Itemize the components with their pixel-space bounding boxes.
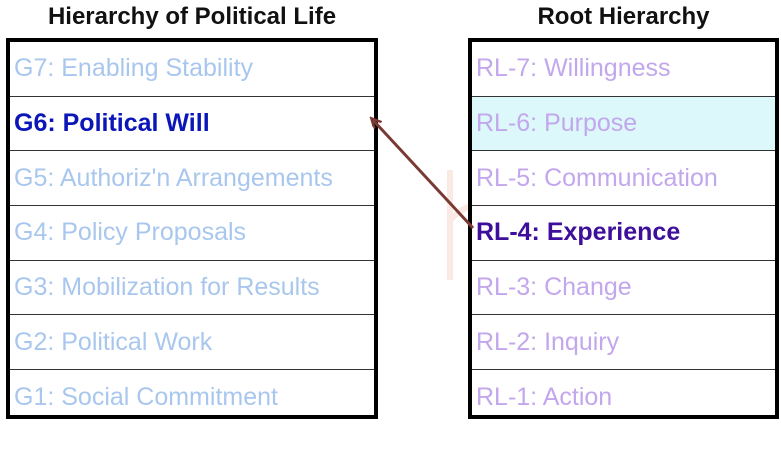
right-row-rl-6: RL-6: Purpose bbox=[472, 96, 775, 152]
right-row-rl-7: RL-7: Willingness bbox=[472, 42, 775, 97]
right-row-rl-3: RL-3: Change bbox=[472, 261, 775, 316]
right-column-title: Root Hierarchy bbox=[537, 3, 710, 30]
left-row-g5: G5: Authoriz'n Arrangements bbox=[10, 151, 374, 207]
right-row-rl-2: RL-2: Inquiry bbox=[472, 315, 775, 371]
left-row-g1: G1: Social Commitment bbox=[14, 382, 278, 411]
left-row-g7: G7: Enabling Stability bbox=[10, 42, 374, 97]
right-row-rl-4: RL-4: Experience bbox=[472, 206, 775, 261]
right-row-rl-1: RL-1: Action bbox=[476, 382, 613, 411]
arrow-line bbox=[372, 119, 475, 230]
left-column-title: Hierarchy of Political Life bbox=[47, 3, 337, 30]
left-row-g3: G3: Mobilization for Results bbox=[10, 261, 374, 316]
left-row-g2: G2: Political Work bbox=[10, 315, 374, 371]
left-row-g6: G6: Political Will bbox=[10, 97, 374, 152]
left-row-g4: G4: Policy Proposals bbox=[10, 206, 374, 261]
right-row-rl-5: RL-5: Communication bbox=[472, 151, 775, 207]
